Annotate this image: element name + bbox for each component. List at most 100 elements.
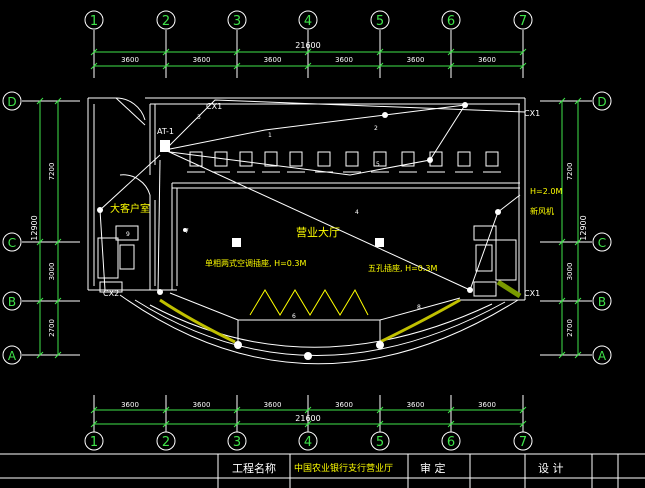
dimension-span-bottom: 3600 bbox=[193, 401, 211, 409]
column-bubble bbox=[513, 10, 533, 30]
column-bubble bbox=[513, 431, 533, 451]
window-strip-left bbox=[159, 298, 236, 344]
teller-desk bbox=[345, 151, 359, 167]
column-bubble-label: 7 bbox=[519, 14, 527, 29]
circuit-mark: 7 bbox=[185, 228, 189, 235]
title-review-label: 审 定 bbox=[420, 461, 446, 475]
column-bubble-label: 2 bbox=[162, 14, 170, 29]
dimension-span-left: 2700 bbox=[48, 319, 56, 337]
light-fixture bbox=[234, 341, 242, 349]
circuit-mark: 8 bbox=[417, 304, 421, 311]
teller-desk bbox=[289, 151, 303, 167]
teller-desks bbox=[187, 151, 501, 173]
column-bubble bbox=[156, 10, 176, 30]
circuit-line bbox=[169, 292, 461, 321]
circuit-mark: 4 bbox=[355, 209, 359, 216]
armchair-right bbox=[473, 225, 497, 241]
circuit-mark: 6 bbox=[292, 313, 296, 320]
title-block bbox=[0, 453, 645, 488]
dimension-span-right: 7200 bbox=[566, 163, 574, 181]
column-bubble-label: 6 bbox=[447, 435, 455, 450]
dimension-tick bbox=[519, 406, 527, 414]
annotations: 营业大厅 大客户室 AT-1 单相两式空调插座, H=0.3M 五孔插座, H=… bbox=[103, 102, 562, 320]
junction-dot bbox=[382, 112, 388, 118]
dimension-tick bbox=[162, 406, 170, 414]
dimension-tick bbox=[574, 297, 582, 305]
row-bubble bbox=[2, 345, 22, 365]
devices bbox=[97, 102, 501, 360]
teller-desk bbox=[401, 151, 415, 167]
column-bubble bbox=[441, 10, 461, 30]
junction-dot bbox=[495, 209, 501, 215]
socket-dot bbox=[157, 289, 163, 295]
coffee-table bbox=[119, 244, 135, 270]
title-project-label: 工程名称 bbox=[232, 461, 276, 475]
label-height: H=2.0M bbox=[530, 187, 562, 196]
row-bubble-label: A bbox=[8, 349, 17, 363]
column-bubble-label: 5 bbox=[376, 14, 384, 29]
column-bubble-label: 3 bbox=[233, 435, 241, 450]
coffee-table-right bbox=[475, 244, 493, 272]
teller-desk bbox=[373, 151, 387, 167]
ac-unit-marker bbox=[496, 279, 522, 299]
row-bubble-label: B bbox=[598, 295, 606, 309]
row-bubble-label: C bbox=[8, 236, 16, 250]
label-panel: AT-1 bbox=[157, 127, 174, 136]
facade-arc-outer bbox=[119, 294, 519, 365]
armchair bbox=[115, 225, 139, 241]
row-bubble-label: D bbox=[597, 95, 606, 109]
vip-furniture bbox=[97, 225, 517, 297]
column-bubble bbox=[370, 10, 390, 30]
sofa-right bbox=[495, 239, 517, 281]
dimension-span-bottom: 3600 bbox=[478, 401, 496, 409]
label-cx-right-bottom: CX1 bbox=[524, 289, 540, 298]
column-bubble bbox=[227, 10, 247, 30]
dimension-tick bbox=[558, 297, 566, 305]
dimension-tick bbox=[304, 406, 312, 414]
dimension-tick bbox=[304, 420, 312, 428]
dimension-tick bbox=[376, 48, 384, 56]
circuit-mark: 3 bbox=[197, 114, 201, 121]
teller-desk bbox=[317, 151, 331, 167]
dimension-span-bottom: 3600 bbox=[335, 401, 353, 409]
dimension-tick bbox=[54, 97, 62, 105]
dimension-tick bbox=[519, 62, 527, 70]
column-bubble-label: 1 bbox=[90, 14, 98, 29]
dimension-total-bottom: 21600 bbox=[295, 414, 320, 423]
dimension-span-bottom: 3600 bbox=[121, 401, 139, 409]
dimension-tick bbox=[558, 97, 566, 105]
circuit-line bbox=[157, 159, 161, 294]
column-bubble-label: 4 bbox=[304, 435, 312, 450]
dimension-tick bbox=[447, 48, 455, 56]
building-walls bbox=[87, 97, 526, 365]
armchair-left-low bbox=[99, 281, 123, 293]
dimension-span-top: 3600 bbox=[478, 56, 496, 64]
row-bubble bbox=[2, 91, 22, 111]
dimension-tick bbox=[558, 351, 566, 359]
dimension-tick bbox=[90, 420, 98, 428]
column-bubble-label: 2 bbox=[162, 435, 170, 450]
circuit-line bbox=[164, 99, 526, 151]
dimension-tick bbox=[447, 420, 455, 428]
teller-desk bbox=[485, 151, 499, 167]
title-design-label: 设 计 bbox=[538, 462, 564, 475]
row-bubble bbox=[592, 345, 612, 365]
dimension-span-top: 3600 bbox=[407, 56, 425, 64]
column-bubble-label: 7 bbox=[519, 435, 527, 450]
dimension-span-top: 3600 bbox=[264, 56, 282, 64]
circuit-mark: 1 bbox=[268, 132, 272, 139]
facade-arc-inner2 bbox=[149, 303, 493, 348]
row-bubble bbox=[592, 91, 612, 111]
dimension-tick bbox=[36, 238, 44, 246]
distribution-panel bbox=[160, 140, 170, 152]
column-bubble-label: 4 bbox=[304, 14, 312, 29]
dimension-tick bbox=[233, 406, 241, 414]
label-fresh-air: 新风机 bbox=[530, 206, 554, 216]
dimension-tick bbox=[447, 62, 455, 70]
dimension-tick bbox=[574, 97, 582, 105]
column-bubble bbox=[156, 431, 176, 451]
teller-desk bbox=[264, 151, 278, 167]
label-vip-room: 大客户室 bbox=[110, 202, 150, 215]
